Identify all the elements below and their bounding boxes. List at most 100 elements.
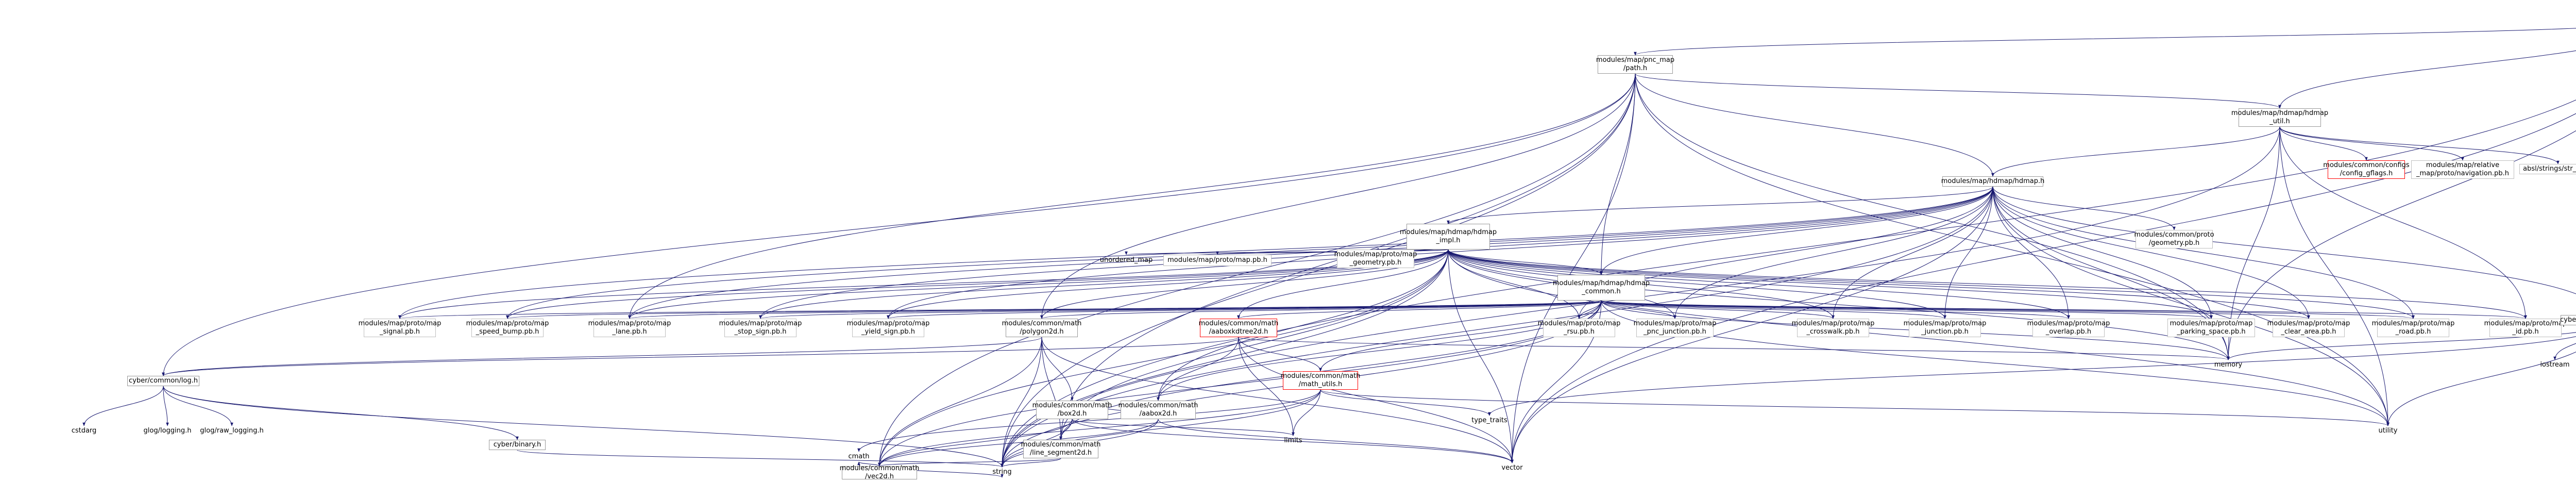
node-hdmap-h[interactable]: modules/map/hdmap/hdmap.h bbox=[1941, 176, 2044, 187]
node-clear-area: modules/map/proto/map _clear_area.pb.h bbox=[2267, 319, 2350, 337]
edge-hdmap_util-to-str_cat bbox=[2279, 126, 2560, 164]
edge-hdmap_impl-to-parking bbox=[1448, 249, 2213, 319]
node-vec2d[interactable]: modules/common/math /vec2d.h bbox=[839, 465, 920, 480]
node-unordered-map: unordered_map bbox=[1099, 256, 1153, 264]
node-hdmap-impl[interactable]: modules/map/hdmap/hdmap _impl.h bbox=[1400, 224, 1497, 250]
edge-hdmap_impl-to-junction bbox=[1448, 249, 1946, 319]
edge-hdmap_util-to-id_pb bbox=[2279, 126, 2527, 319]
edge-hdmap_util-to-utility bbox=[2279, 126, 2389, 426]
node-memory: memory bbox=[2214, 361, 2243, 369]
edge-math_utils-to-type_traits bbox=[1320, 389, 1491, 416]
edge-hdmap_impl-to-overlap bbox=[1448, 249, 2070, 319]
node-rsu-pb: modules/map/proto/map _rsu.pb.h bbox=[1538, 319, 1620, 337]
edge-hdmap_h-to-vector bbox=[1511, 186, 1993, 463]
edge-box2d-to-vec2d bbox=[878, 419, 1073, 467]
edge-hdmap_common-to-aabox2d bbox=[1157, 300, 1602, 401]
node-glog: glog/logging.h bbox=[143, 427, 192, 435]
edge-aaboxkdtree-to-aabox2d bbox=[1157, 337, 1239, 401]
edge-hdmap_impl-to-memory bbox=[1448, 249, 2230, 360]
node-limits: limits bbox=[1284, 437, 1302, 444]
node-hdmap-common[interactable]: modules/map/hdmap/hdmap _common.h bbox=[1553, 275, 1650, 301]
node-math-utils[interactable]: modules/common/math /math_utils.h bbox=[1281, 371, 1360, 390]
edge-hdmap_impl-to-map_pb bbox=[1216, 249, 1449, 255]
node-macros[interactable]: cyber/common/macros.h bbox=[2560, 315, 2576, 325]
edge-root-to-memory bbox=[2227, 130, 2576, 360]
node-pnc-path[interactable]: modules/map/pnc_map /path.h bbox=[1596, 55, 1674, 74]
edge-macros-to-type_traits bbox=[1488, 336, 2576, 416]
edge-hdmap_h-to-lane_pb bbox=[628, 186, 1993, 319]
node-junction: modules/map/proto/map _junction.pb.h bbox=[1904, 319, 1986, 337]
edge-polygon2d-to-string bbox=[1001, 337, 1042, 468]
node-yield-sign: modules/map/proto/map _yield_sign.pb.h bbox=[847, 319, 929, 337]
edge-math_utils-to-string bbox=[1001, 389, 1321, 468]
edge-hdmap_impl-to-id_pb bbox=[1448, 249, 2527, 319]
edge-hdmap_common-to-id_pb bbox=[1601, 300, 2527, 319]
edge-hdmap_impl-to-yield_sign bbox=[887, 249, 1449, 319]
edge-log_h-to-cstdarg bbox=[82, 386, 164, 426]
node-hdmap-util[interactable]: modules/map/hdmap/hdmap _util.h bbox=[2231, 108, 2328, 127]
edge-hdmap_common-to-crosswalk bbox=[1601, 300, 1835, 319]
edge-hdmap_h-to-clear_area bbox=[1992, 186, 2310, 319]
node-mutex: mutex bbox=[2573, 360, 2576, 370]
edge-box2d-to-limits bbox=[1072, 419, 1295, 436]
edge-line_segment-to-string bbox=[1001, 458, 1061, 468]
edge-pnc_path-to-lane_pb bbox=[628, 73, 1636, 319]
edge-hdmap_common-to-junction bbox=[1601, 300, 1946, 319]
edge-pnc_path-to-log_h bbox=[162, 73, 1636, 376]
node-iostream: iostream bbox=[2540, 361, 2570, 369]
edge-hdmap_common-to-polygon2d bbox=[1040, 300, 1602, 319]
edge-root-to-string bbox=[1001, 99, 2576, 468]
edge-aabox2d-to-vec2d bbox=[878, 419, 1159, 467]
node-line-segment[interactable]: modules/common/math /line_segment2d.h bbox=[1021, 440, 1100, 458]
node-road-pb: modules/map/proto/map _road.pb.h bbox=[2372, 319, 2454, 337]
edge-polygon2d-to-log_h bbox=[162, 337, 1042, 376]
edge-hdmap_impl-to-road_pb bbox=[1448, 249, 2415, 319]
edge-hdmap_h-to-parking bbox=[1992, 186, 2213, 319]
node-binary[interactable]: cyber/binary.h bbox=[489, 440, 546, 450]
edge-aaboxkdtree-to-limits bbox=[1238, 337, 1295, 436]
edge-hdmap_util-to-memory bbox=[2227, 126, 2280, 360]
edge-pnc_path-to-hdmap_h bbox=[1635, 73, 1994, 177]
edge-hdmap_h-to-macros bbox=[1992, 186, 2576, 294]
edge-box2d-to-vector bbox=[1072, 419, 1514, 463]
edge-hdmap_impl-to-utility bbox=[1448, 249, 2389, 426]
edge-hdmap_common-to-speed_bump bbox=[506, 300, 1602, 319]
edge-line_segment-to-vec2d bbox=[878, 458, 1061, 467]
edge-hdmap_h-to-yield_sign bbox=[887, 186, 1993, 319]
node-log-h[interactable]: cyber/common/log.h bbox=[127, 376, 199, 386]
edge-hdmap_common-to-yield_sign bbox=[887, 300, 1602, 319]
edge-hdmap_common-to-math_utils bbox=[1319, 300, 1602, 372]
node-type-traits: type_traits bbox=[1471, 417, 1507, 424]
node-glog-raw: glog/raw_logging.h bbox=[200, 427, 264, 435]
edge-hdmap_h-to-crosswalk bbox=[1832, 186, 1993, 319]
edge-hdmap_impl-to-aabox2d bbox=[1157, 249, 1449, 401]
node-box2d[interactable]: modules/common/math /box2d.h bbox=[1032, 401, 1112, 419]
edge-root-to-pnc_path bbox=[1634, 28, 2576, 56]
edge-hdmap_impl-to-string bbox=[1001, 249, 1449, 468]
node-aaboxkdtree[interactable]: modules/common/math /aaboxkdtree2d.h bbox=[1199, 319, 1278, 337]
node-cstdarg: cstdarg bbox=[71, 427, 97, 435]
edge-macros-to-utility bbox=[2386, 351, 2576, 426]
node-map-geometry: modules/map/proto/map _geometry.pb.h bbox=[1334, 250, 1417, 268]
node-polygon2d[interactable]: modules/common/math /polygon2d.h bbox=[1002, 319, 1081, 337]
node-crosswalk: modules/map/proto/map _crosswalk.pb.h bbox=[1792, 319, 1874, 337]
node-config-gflags[interactable]: modules/common/configs /config_gflags.h bbox=[2323, 160, 2410, 179]
edge-vec2d-to-cmath bbox=[857, 461, 880, 467]
edge-hdmap_common-to-parking bbox=[1601, 300, 2213, 319]
edge-hdmap_impl-to-hdmap_common bbox=[1448, 249, 1603, 275]
edge-hdmap_util-to-hdmap_h bbox=[1991, 126, 2280, 177]
edge-hdmap_common-to-overlap bbox=[1601, 300, 2070, 319]
node-aabox2d[interactable]: modules/common/math /aabox2d.h bbox=[1118, 401, 1198, 419]
edge-macros-to-memory bbox=[2227, 332, 2576, 360]
edge-hdmap_common-to-aaboxkdtree bbox=[1237, 300, 1602, 319]
edge-hdmap_common-to-lane_pb bbox=[628, 300, 1602, 319]
node-utility: utility bbox=[2378, 427, 2398, 435]
edge-aabox2d-to-vector bbox=[1158, 419, 1514, 463]
edge-hdmap_h-to-hdmap_impl bbox=[1447, 186, 1993, 224]
node-cmath: cmath bbox=[848, 453, 870, 460]
edge-math_utils-to-limits bbox=[1292, 389, 1321, 436]
node-pnc-junction: modules/map/proto/map _pnc_junction.pb.h bbox=[1634, 319, 1716, 337]
edge-hdmap_h-to-hdmap_common bbox=[1600, 186, 1993, 275]
edge-hdmap_util-to-relative_nav bbox=[2279, 126, 2464, 161]
